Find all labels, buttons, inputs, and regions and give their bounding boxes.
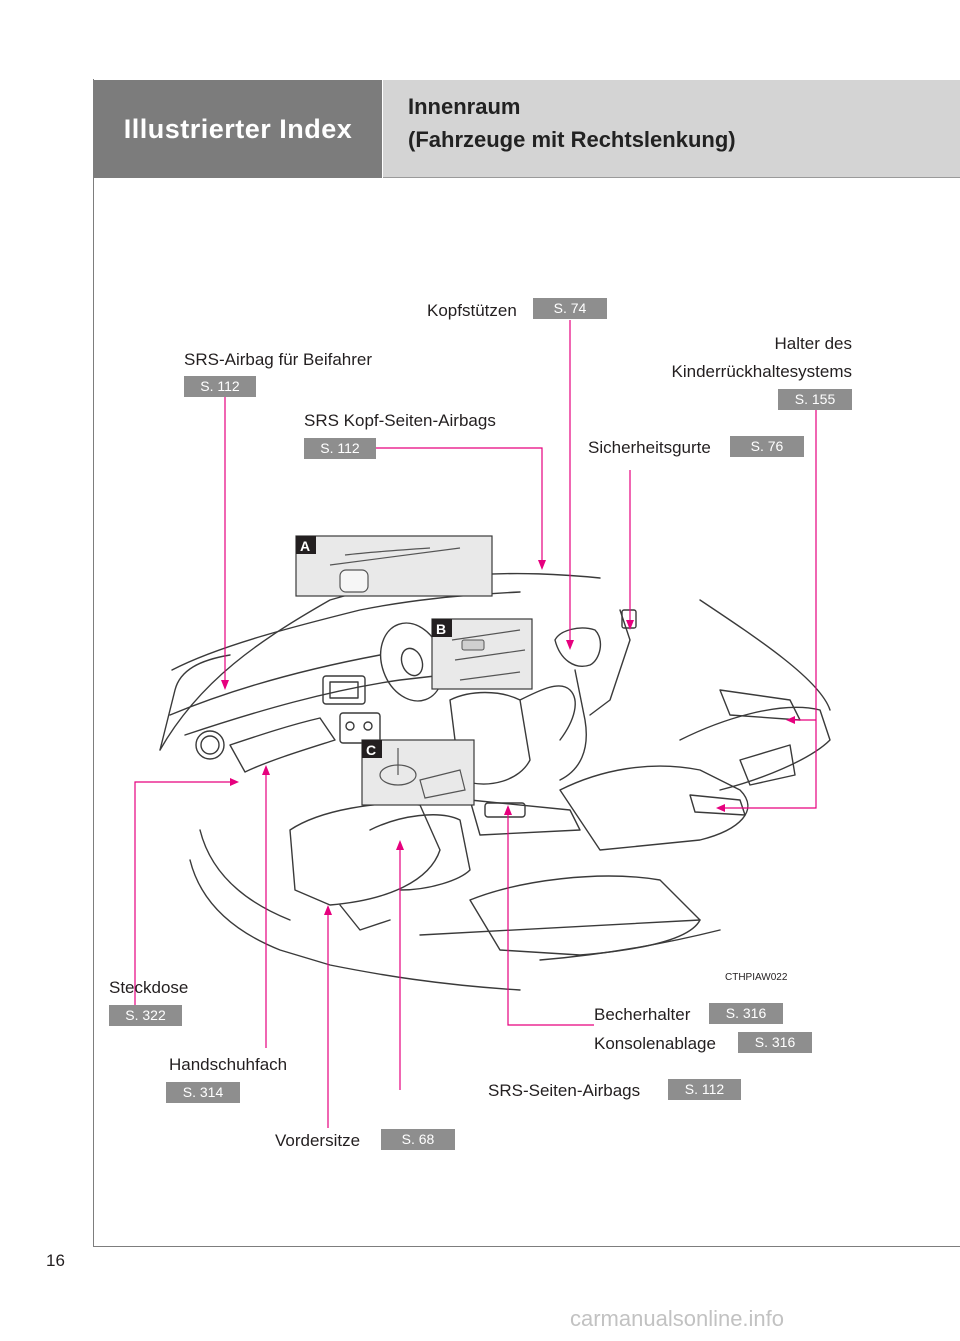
label-srs-airbag-beifahrer: SRS-Airbag für Beifahrer	[184, 350, 373, 369]
inset-a-letter: A	[300, 538, 311, 554]
inset-c-letter: C	[366, 742, 377, 758]
ref-handschuhfach[interactable]: S. 314	[166, 1082, 240, 1103]
page-header: Innenraum (Fahrzeuge mit Rechtslenkung)	[383, 80, 960, 178]
inset-b-letter: B	[436, 621, 447, 637]
ref-konsolenablage[interactable]: S. 316	[738, 1032, 812, 1053]
page-number: 16	[46, 1251, 65, 1270]
page-frame	[93, 79, 960, 1247]
ref-srs-seiten-airbags[interactable]: S. 112	[668, 1079, 741, 1100]
ref-becherhalter[interactable]: S. 316	[709, 1003, 783, 1024]
ref-srs-airbag-beifahrer[interactable]: S. 112	[184, 376, 256, 397]
label-becherhalter: Becherhalter	[594, 1005, 691, 1024]
label-srs-kopf-seiten-airbags: SRS Kopf-Seiten-Airbags	[304, 411, 496, 430]
label-vordersitze: Vordersitze	[275, 1131, 361, 1150]
label-konsolenablage: Konsolenablage	[594, 1034, 716, 1053]
label-steckdose: Steckdose	[109, 978, 189, 997]
ref-halter-des[interactable]: S. 155	[778, 389, 852, 410]
page-title-line1: Innenraum	[408, 94, 521, 119]
ref-kopfstuetzen[interactable]: S. 74	[533, 298, 607, 319]
ref-srs-kopf-seiten-airbags[interactable]: S. 112	[304, 438, 376, 459]
section-title: Illustrierter Index	[123, 113, 353, 144]
label-srs-seiten-airbags: SRS-Seiten-Airbags	[488, 1081, 641, 1100]
watermark: carmanualsonline.info	[570, 1306, 785, 1331]
label-halter-des-line2: Kinderrückhaltesystems	[671, 362, 852, 381]
section-header: Illustrierter Index	[94, 80, 382, 178]
ref-vordersitze[interactable]: S. 68	[381, 1129, 455, 1150]
inset-c-box	[361, 739, 475, 806]
label-handschuhfach: Handschuhfach	[169, 1055, 288, 1074]
page-title-line2: (Fahrzeuge mit Rechtslenkung)	[408, 127, 736, 152]
ref-sicherheitsgurte[interactable]: S. 76	[730, 436, 804, 457]
ref-steckdose[interactable]: S. 322	[109, 1005, 182, 1026]
label-sicherheitsgurte: Sicherheitsgurte	[588, 438, 711, 457]
label-kopfstuetzen: Kopfstützen	[427, 301, 517, 320]
image-code: CTHPIAW022	[725, 972, 788, 983]
inset-a-box	[295, 535, 493, 597]
label-halter-des-line1: Halter des	[774, 334, 852, 353]
inset-b-box	[431, 618, 533, 690]
